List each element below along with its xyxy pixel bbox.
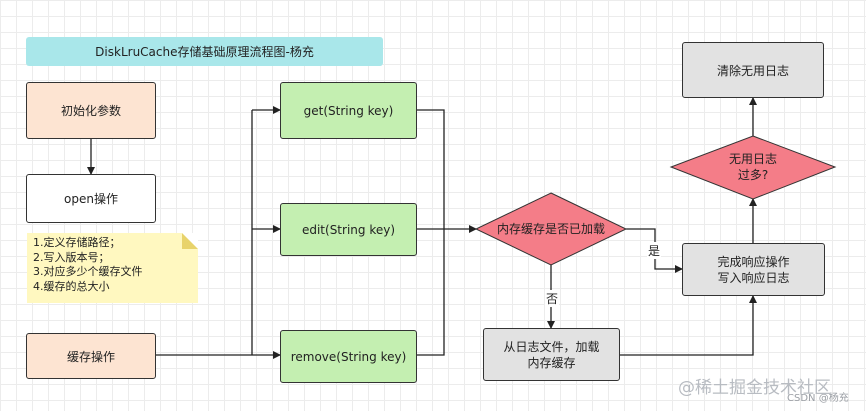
too-many-logs-line1: 无用日志 [728,152,777,166]
get-node: get(String key) [280,82,417,139]
init-params-node: 初始化参数 [26,82,156,139]
too-many-logs-line2: 过多? [737,168,769,182]
note-fold-corner [182,233,198,249]
cache-op-node: 缓存操作 [26,333,156,379]
edge-load-complete [620,295,757,356]
note-line: 2.写入版本号； [33,250,110,264]
complete-response-line2: 写入响应日志 [717,270,790,285]
too-many-logs-diamond [669,135,837,200]
diagram-title: DiskLruCache存储基础原理流程图-杨充 [26,37,383,66]
yes-label: 是 [647,242,662,259]
open-op-node: open操作 [26,174,156,223]
load-from-log-line2: 内存缓存 [527,355,576,370]
load-from-log-node: 从日志文件，加载 内存缓存 [483,328,620,381]
edge-get-merge [417,109,445,229]
complete-response-node: 完成响应操作 写入响应日志 [682,243,825,296]
complete-response-line1: 完成响应操作 [717,254,790,269]
note-line: 4.缓存的总大小 [33,279,110,293]
note-card: 1.定义存储路径； 2.写入版本号； 3.对应多少个缓存文件 4.缓存的总大小 [27,233,198,303]
note-line: 1.定义存储路径； [33,236,121,249]
edit-node: edit(String key) [280,203,417,256]
check-loaded-diamond [474,192,628,266]
note-line: 3.对应多少个缓存文件 [33,265,143,278]
juejin-watermark: @稀土掘金技术社区 [678,378,831,398]
check-loaded-label: 内存缓存是否已加载 [496,222,605,236]
no-label: 否 [545,290,560,307]
edge-remove-merge [417,229,445,356]
remove-node: remove(String key) [280,330,417,383]
csdn-watermark: CSDN @杨充 [787,393,849,404]
clear-logs-node: 清除无用日志 [682,42,824,98]
too-many-logs-label: 无用日志 过多? [703,151,803,183]
load-from-log-line1: 从日志文件，加载 [503,339,600,354]
